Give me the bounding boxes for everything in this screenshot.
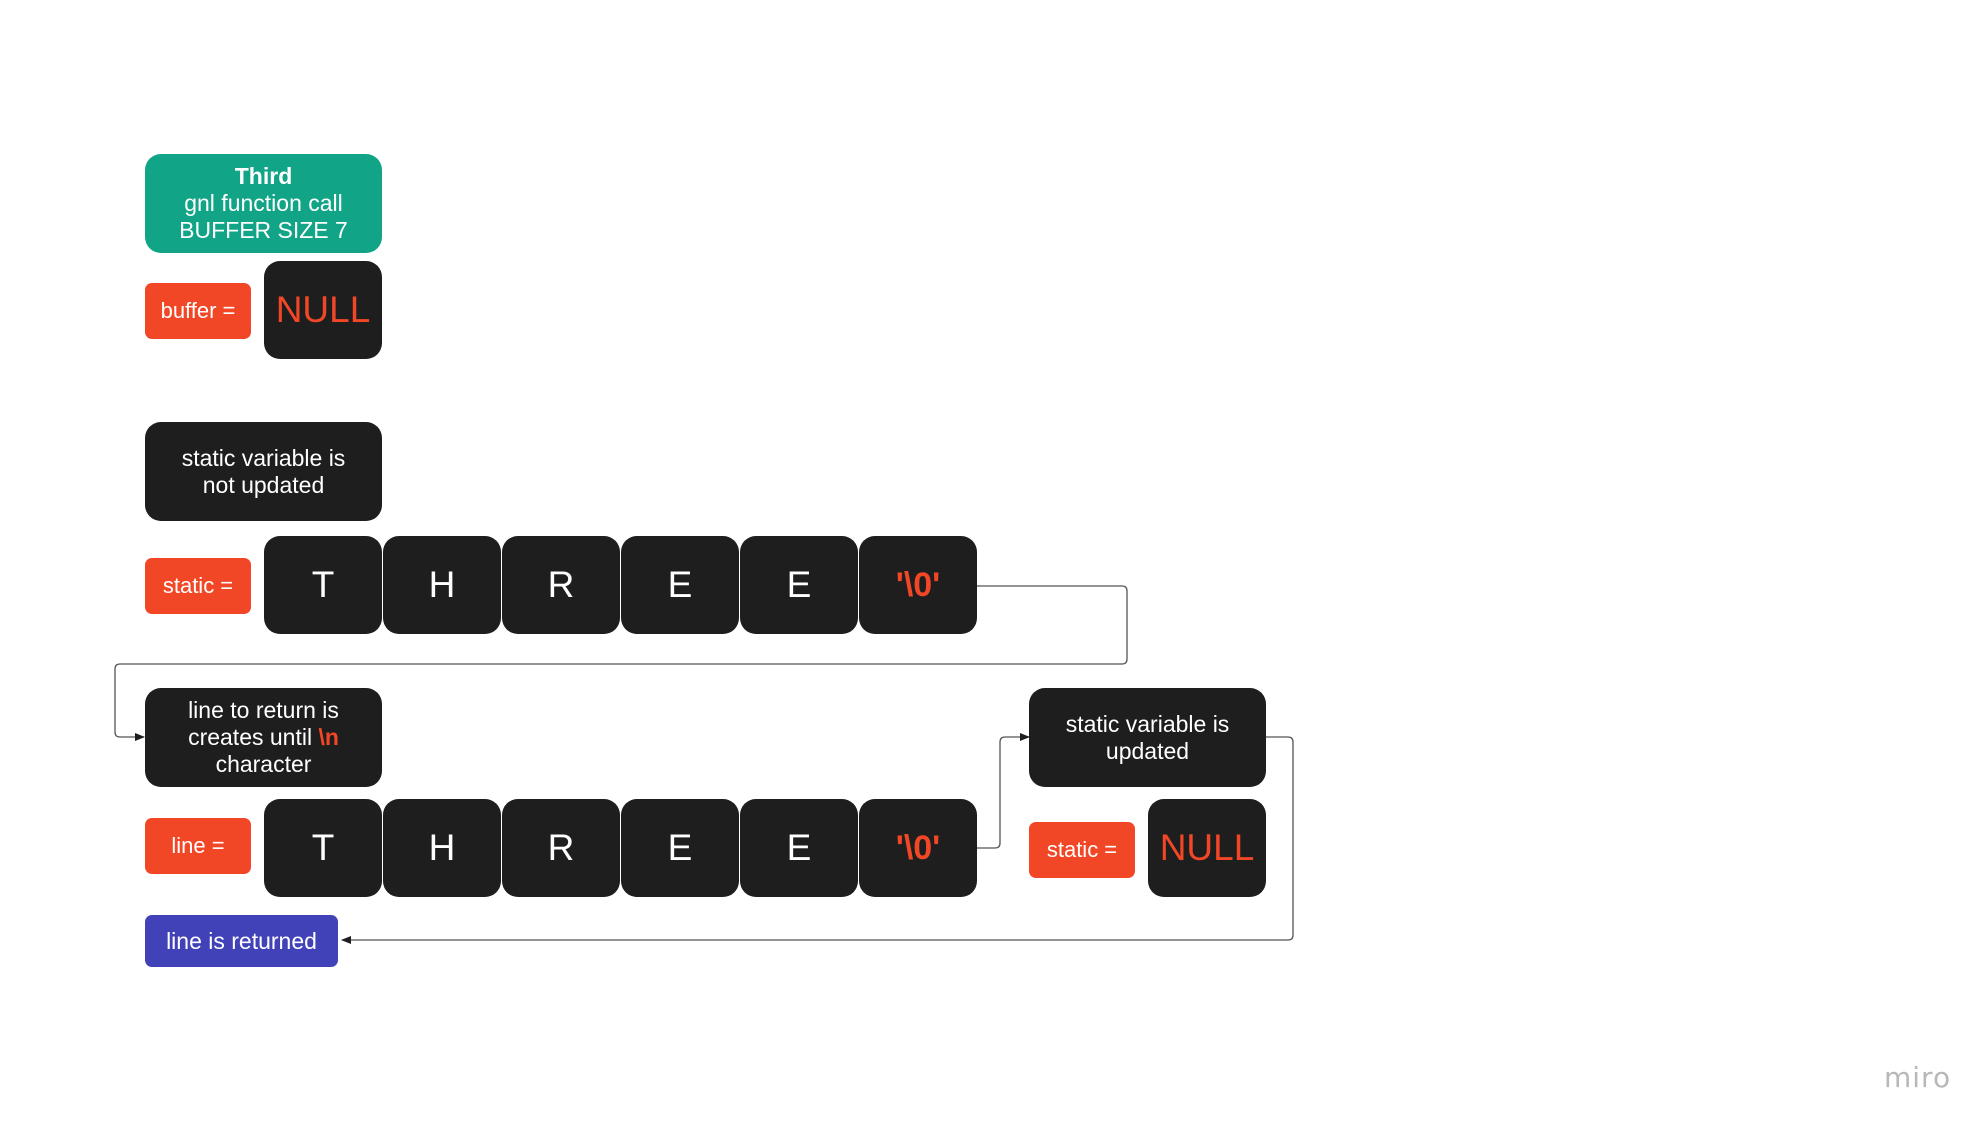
call-title-line2: gnl function call: [184, 190, 343, 216]
line-returned-box: line is returned: [145, 915, 338, 967]
newline-highlight: \n: [318, 724, 339, 750]
static-after-value: NULL: [1148, 799, 1266, 897]
connector-updated-to-returned: [341, 736, 1294, 944]
static-not-updated-line1: static variable is: [181, 444, 346, 471]
line-desc-box: line to return is creates until \n chara…: [145, 688, 382, 787]
static-cell-3: E: [621, 536, 739, 634]
static-cell-1: H: [383, 536, 501, 634]
line-label: line =: [145, 818, 251, 874]
line-desc-line3: character: [215, 751, 312, 777]
static-updated-line2: updated: [1105, 737, 1190, 764]
line-desc-line1: line to return is: [188, 697, 339, 723]
connector-line-to-static-updated: [977, 733, 1030, 849]
static-not-updated-line2: not updated: [202, 471, 325, 498]
call-title-bold: Third: [234, 163, 293, 189]
line-cell-0: T: [264, 799, 382, 897]
static-cell-5: '\0': [859, 536, 977, 634]
static-updated-line1: static variable is: [1065, 710, 1230, 737]
call-title-box: Third gnl function call BUFFER SIZE 7: [145, 154, 382, 253]
connector-static-to-line: [114, 585, 1128, 741]
static-after-label: static =: [1029, 822, 1135, 878]
static-cell-2: R: [502, 536, 620, 634]
static-cell-4: E: [740, 536, 858, 634]
static-not-updated-box: static variable is not updated: [145, 422, 382, 521]
call-title-line3: BUFFER SIZE 7: [179, 217, 348, 243]
static-updated-box: static variable is updated: [1029, 688, 1266, 787]
line-cell-3: E: [621, 799, 739, 897]
line-desc-line2-text: creates until: [188, 724, 319, 750]
line-cell-4: E: [740, 799, 858, 897]
static-label: static =: [145, 558, 251, 614]
static-cell-0: T: [264, 536, 382, 634]
buffer-value: NULL: [264, 261, 382, 359]
line-desc-line2: creates until \n: [188, 724, 339, 751]
line-cell-2: R: [502, 799, 620, 897]
miro-watermark: miro: [1884, 1061, 1952, 1094]
line-cell-1: H: [383, 799, 501, 897]
line-cell-5: '\0': [859, 799, 977, 897]
buffer-label: buffer =: [145, 283, 251, 339]
